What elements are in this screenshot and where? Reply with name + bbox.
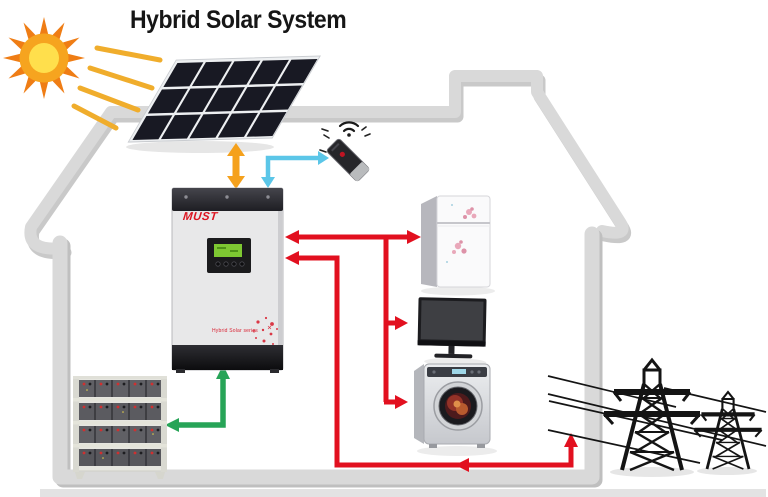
- washing-machine-icon: [414, 363, 497, 456]
- remote-monitor-icon: [319, 121, 371, 182]
- signal-sparks: [319, 126, 371, 153]
- panel-cells: [132, 59, 318, 140]
- battery-rows: [79, 380, 161, 466]
- sun-beams: [71, 45, 163, 131]
- lcd-button: [215, 261, 221, 267]
- inverter-brand-logo: MUST: [182, 211, 219, 223]
- house-outline: [24, 70, 631, 488]
- battery-bank-icon: [73, 376, 167, 479]
- inverter-display: [207, 238, 251, 273]
- page-title: Hybrid Solar System: [130, 6, 347, 34]
- sun-spikes: [3, 17, 85, 99]
- roof-line: [24, 70, 629, 255]
- battery-specks: [86, 389, 154, 459]
- solar-panel-icon: [126, 55, 321, 153]
- ac-power-lines: [285, 230, 578, 472]
- inverter-icon: [171, 187, 284, 373]
- lcd-button: [231, 261, 237, 267]
- wall-line: [52, 226, 600, 485]
- sun-icon: [3, 17, 163, 131]
- pv-to-inverter-arrow: [227, 143, 245, 189]
- battery-arrow: [165, 365, 230, 432]
- lcd-button: [239, 261, 245, 267]
- television-icon: [417, 297, 487, 367]
- refrigerator-icon: [421, 195, 495, 296]
- decor-splash: [252, 316, 278, 345]
- ground-strip: [40, 489, 766, 497]
- lcd-button: [223, 261, 229, 267]
- washer-door: [433, 381, 483, 431]
- transmission-tower-icon: [604, 360, 700, 470]
- comm-arrow: [261, 151, 329, 188]
- inverter-series-label: Hybrid Solar series: [211, 328, 259, 334]
- transmission-towers: [547, 360, 767, 477]
- flower-decal: [446, 204, 477, 263]
- wifi-icon: [338, 121, 360, 137]
